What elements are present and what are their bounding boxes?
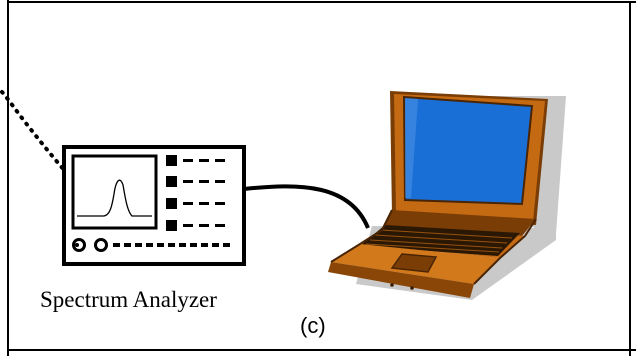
device-label: Spectrum Analyzer xyxy=(40,287,217,312)
laptop-icon xyxy=(328,91,566,300)
spectrum-trace-icon xyxy=(77,179,152,217)
analyzer-buttons xyxy=(166,155,225,231)
spectrum-analyzer xyxy=(62,145,246,266)
frame-border xyxy=(7,0,636,356)
laptop-screen xyxy=(402,95,534,206)
connection-cable xyxy=(243,184,370,229)
analyzer-knobs xyxy=(72,238,108,252)
laptop-touchpad xyxy=(390,253,438,273)
panel-label: (c) xyxy=(300,313,326,338)
dotted-link xyxy=(0,90,66,172)
analyzer-dash-row xyxy=(113,243,230,247)
